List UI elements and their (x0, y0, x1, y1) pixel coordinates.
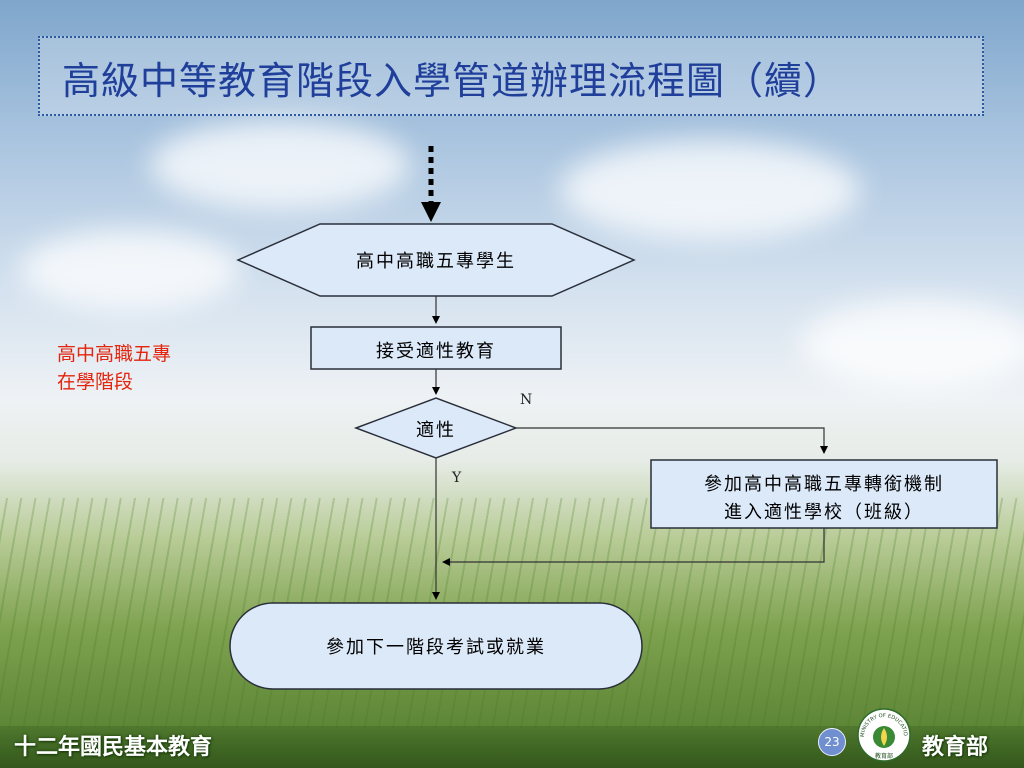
yes-label: Y (452, 470, 462, 486)
no-label: N (520, 392, 533, 408)
side-note-line2: 在學階段 (57, 371, 134, 393)
guidance-label: 接受適性教育 (376, 341, 496, 362)
next-stage-label: 參加下一階段考試或就業 (326, 637, 546, 658)
side-note-line1: 高中高職五專 (57, 343, 172, 365)
side-note: 高中高職五專 在學階段 (57, 340, 171, 396)
transfer-label-line2: 進入適性學校（班級） (724, 502, 924, 523)
suitable-label: 適性 (416, 420, 456, 441)
page-title: 高級中等教育階段入學管道辦理流程圖（續） (62, 59, 843, 103)
students-hexagon (236, 223, 636, 297)
ministry-logo-icon: MINISTRY OF EDUCATION 教育部 (856, 707, 911, 762)
footer-program-name: 十二年國民基本教育 (14, 735, 213, 760)
students-label: 高中高職五專學生 (356, 251, 516, 272)
incoming-arrowhead (421, 202, 441, 222)
connector-no-branch (516, 427, 828, 454)
logo-chinese-text: 教育部 (875, 752, 893, 760)
title-frame: 高級中等教育階段入學管道辦理流程圖（續） (38, 36, 984, 116)
page-number-badge: 23 (818, 728, 846, 756)
footer-bar (0, 726, 1024, 768)
transfer-label-line1: 參加高中高職五專轉銜機制 (704, 474, 944, 495)
connector-transfer-return (442, 528, 825, 566)
next-stage-terminal (229, 602, 643, 690)
guidance-box (310, 326, 562, 370)
footer-ministry-name: 教育部 (922, 735, 989, 760)
